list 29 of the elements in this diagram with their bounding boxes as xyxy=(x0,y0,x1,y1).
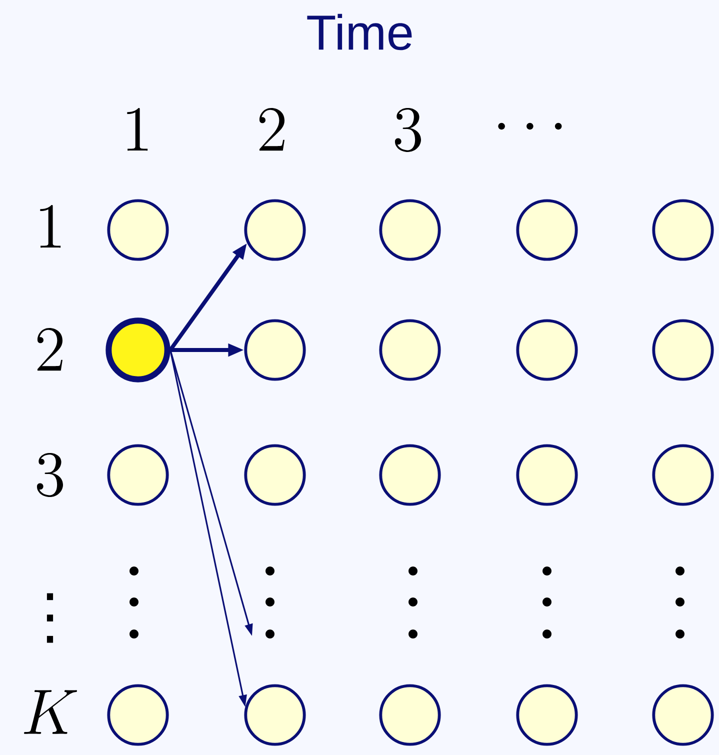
state-circle xyxy=(244,319,306,381)
state-circle xyxy=(379,444,441,506)
state-circle xyxy=(652,199,714,261)
row-ellipsis: $\vdots$ xyxy=(46,593,54,643)
state-circle xyxy=(107,444,169,506)
state-circle xyxy=(107,199,169,261)
state-circle xyxy=(516,199,578,261)
state-circle xyxy=(379,199,441,261)
state-circle xyxy=(652,319,714,381)
state-circle xyxy=(516,684,578,746)
state-circle xyxy=(652,684,714,746)
column-ellipsis: $\cdots$ xyxy=(498,122,562,130)
axis-title: Time xyxy=(307,14,412,50)
state-circle xyxy=(244,684,306,746)
state-circle xyxy=(516,444,578,506)
state-circle xyxy=(244,199,306,261)
column-number: $3$ xyxy=(394,108,421,152)
state-circle xyxy=(379,319,441,381)
state-circle xyxy=(379,684,441,746)
row-number: $3$ xyxy=(36,453,63,497)
state-circle xyxy=(107,684,169,746)
state-circle xyxy=(652,444,714,506)
state-circle xyxy=(516,319,578,381)
row-number: $1$ xyxy=(40,205,61,248)
state-circle xyxy=(244,444,306,506)
column-number: $1$ xyxy=(127,108,148,151)
column-number: $2$ xyxy=(259,108,284,151)
row-number: $2$ xyxy=(37,328,62,371)
row-number: $K$ xyxy=(24,690,77,734)
